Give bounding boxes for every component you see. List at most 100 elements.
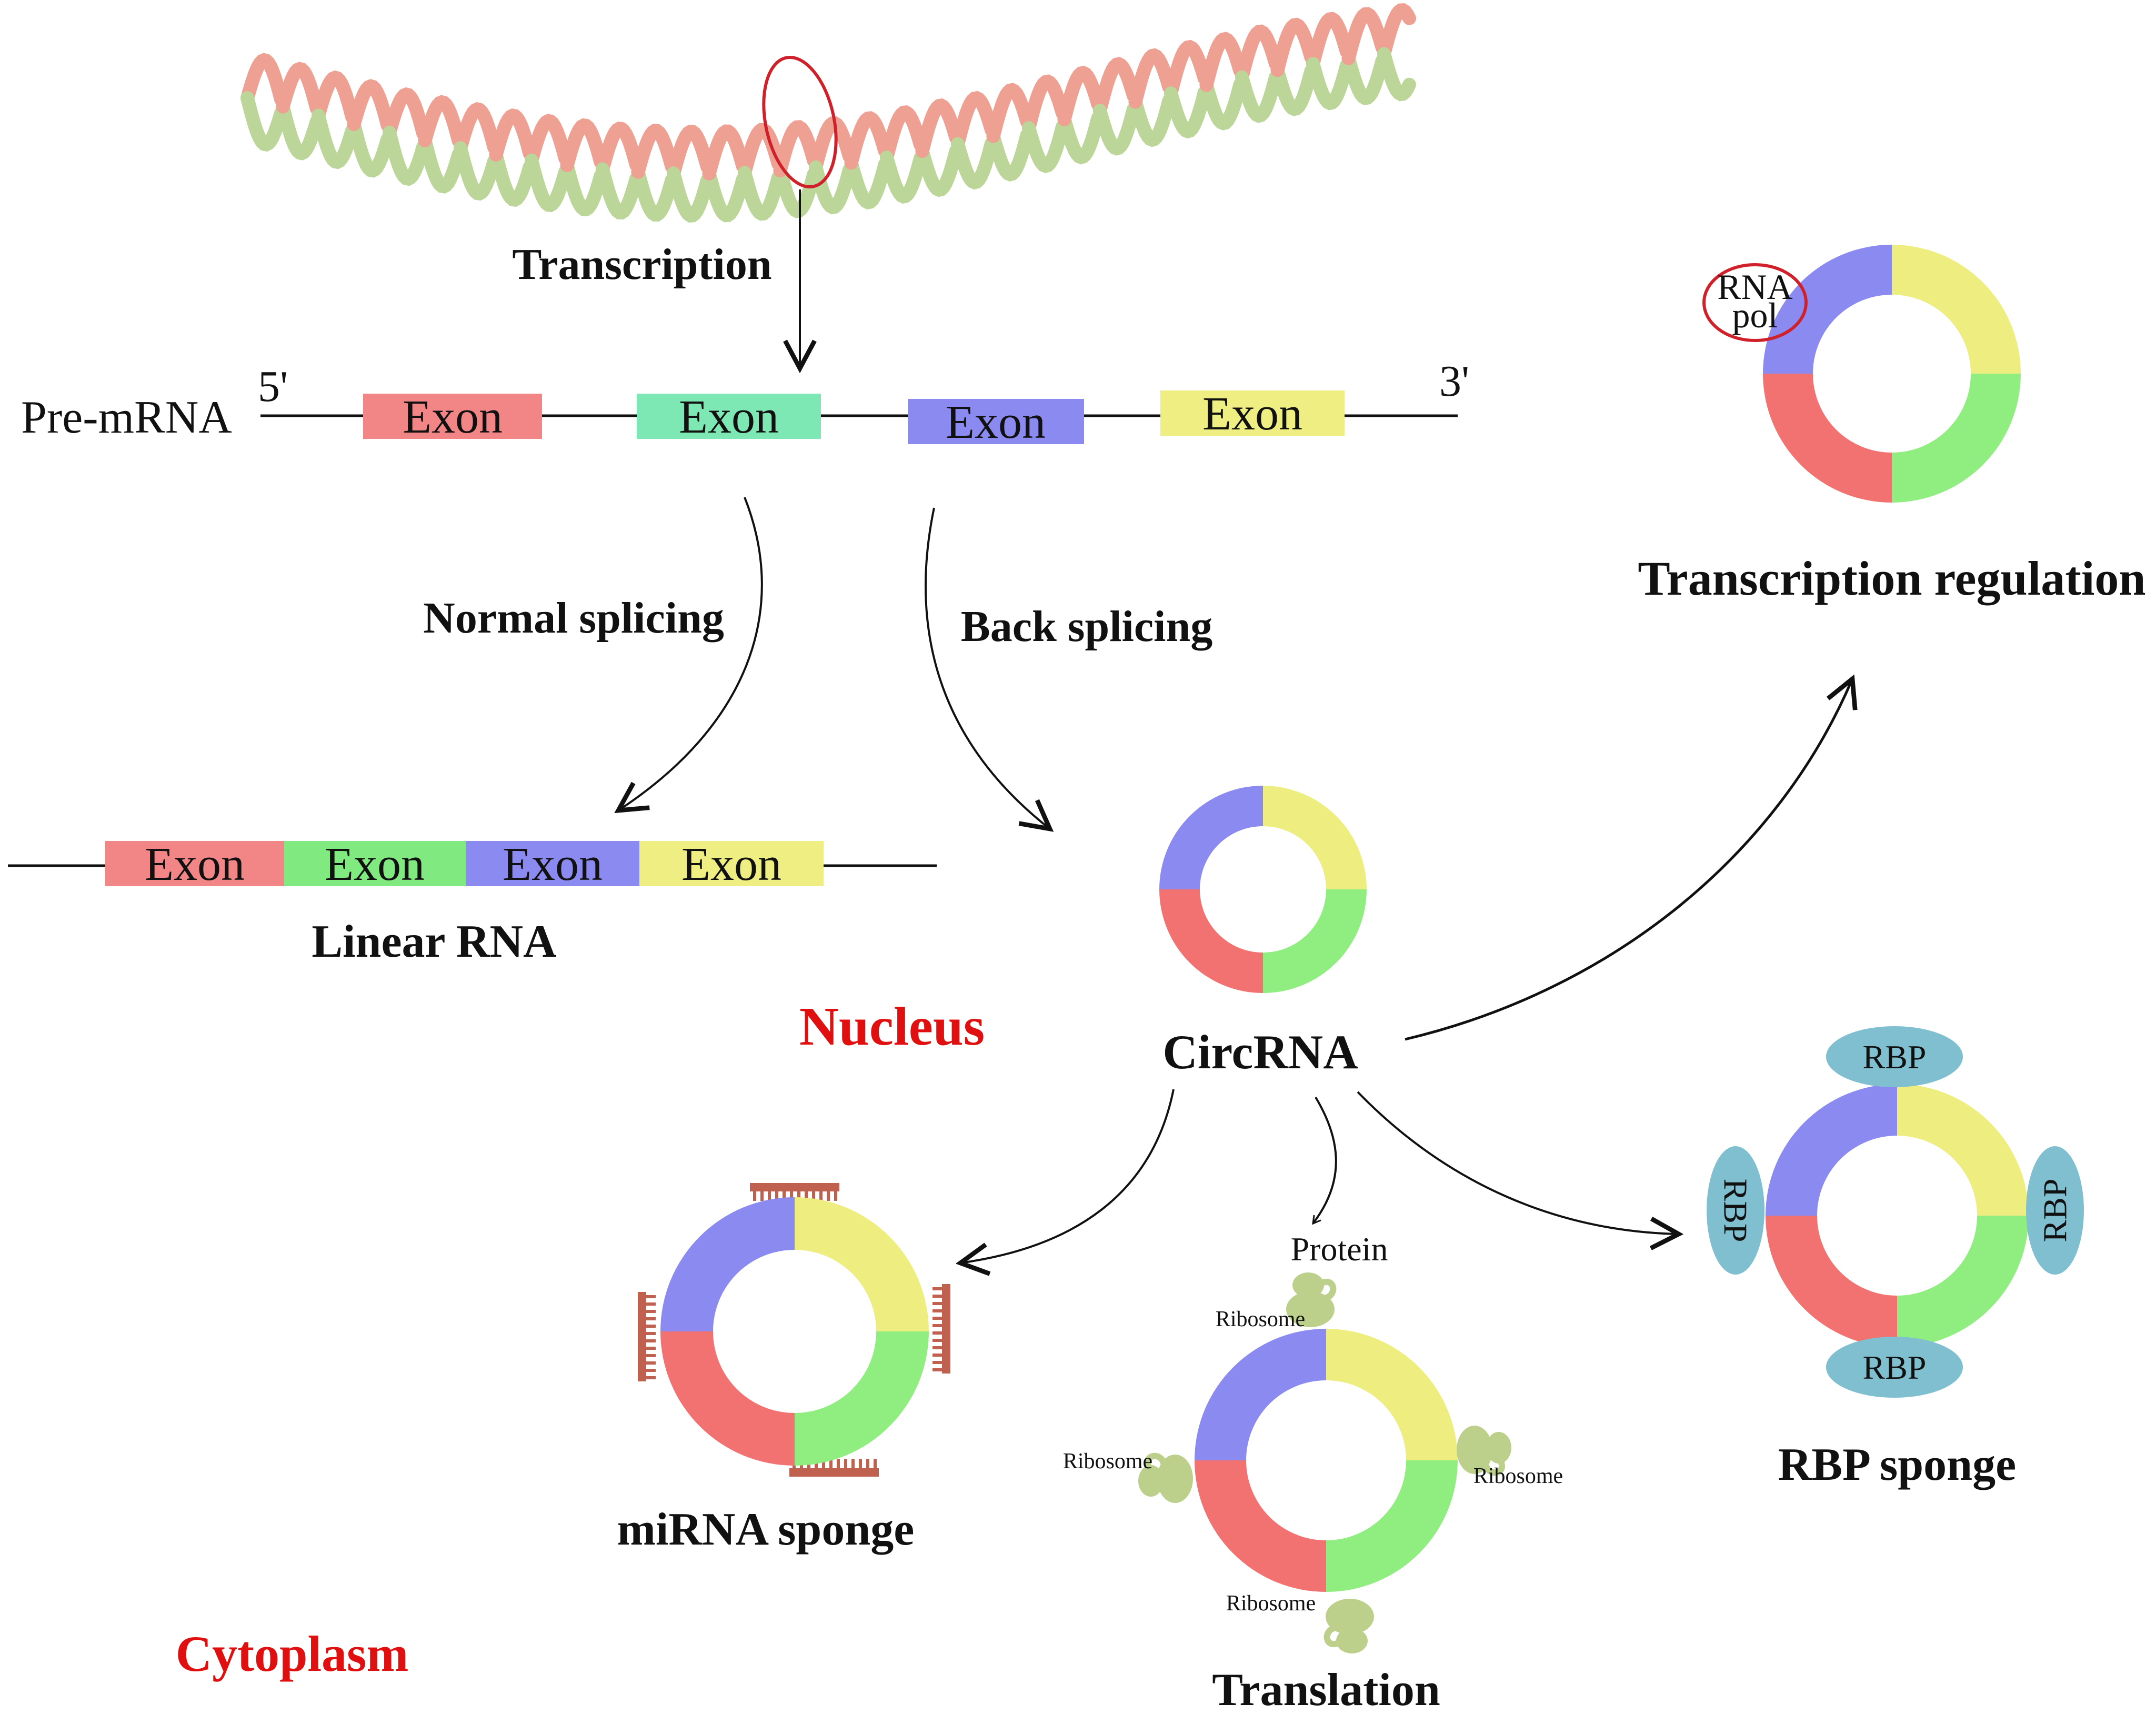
svg-text:Exon: Exon [679, 391, 779, 443]
dna-strand-segment [773, 164, 821, 218]
dna-strand-segment [1235, 24, 1282, 84]
ring-segment-yellow [1897, 1084, 2029, 1216]
dna-strand-segment [809, 160, 856, 215]
dna-strand-segment [276, 99, 324, 161]
ring-segment-red [660, 1331, 795, 1466]
ring-segment-yellow [1892, 245, 2021, 374]
normal-splicing-label: Normal splicing [423, 594, 724, 643]
svg-text:Exon: Exon [681, 838, 781, 890]
rna-pol-highlight [1702, 263, 1808, 342]
transcription-regulation-label: Transcription regulation [1638, 552, 2145, 605]
transcription-regulation-ring [1763, 245, 2021, 503]
ring-segment-blue [1763, 245, 1892, 374]
svg-text:Exon: Exon [403, 391, 503, 443]
circrna-label: CircRNA [1162, 1025, 1358, 1079]
dna-strand-segment [880, 105, 927, 165]
dna-strand-segment [631, 124, 679, 179]
ribosome-icon [1457, 1426, 1511, 1476]
dna-strand-segment [773, 120, 821, 178]
dna-strand-segment [347, 117, 395, 178]
back-splicing-label: Back splicing [961, 602, 1212, 651]
back-splicing-arrow [925, 507, 1054, 832]
rbp-right: RBP [2026, 1146, 2084, 1275]
pre-mrna-exon-1: Exon [363, 391, 542, 443]
translation-arrow [1312, 1096, 1337, 1225]
dna-strand-segment [418, 95, 466, 148]
circrna-ring [1159, 786, 1367, 993]
rbp-left: RBP [1707, 1146, 1764, 1275]
mirna-sponge-ring [660, 1197, 929, 1466]
ring-segment-red [1763, 374, 1892, 503]
dna-strand-segment [596, 121, 643, 176]
dna-strand-segment [347, 79, 395, 133]
dna-strand-segment [1164, 39, 1211, 101]
ring-segment-yellow [1326, 1329, 1458, 1460]
svg-text:Exon: Exon [325, 838, 425, 890]
dna-strand-segment [1341, 51, 1389, 105]
pre-mrna-exon-2: Exon [637, 391, 821, 443]
ring-segment-yellow [795, 1197, 929, 1331]
pre-mrna-label: Pre-mRNA [21, 392, 232, 443]
dna-strand-segment [986, 128, 1034, 182]
dna-strand-segment [844, 156, 892, 210]
ribosome-label-top: Ribosome [1216, 1307, 1305, 1331]
ribosome-label-left: Ribosome [1063, 1449, 1152, 1474]
linear-rna-exon-4: Exon [639, 838, 824, 890]
rbp-sponge-ring [1766, 1084, 2029, 1347]
mirna-sponge-label: miRNA sponge [617, 1504, 915, 1555]
dna-strand-segment [1377, 47, 1416, 102]
ring-segment-green [1326, 1460, 1458, 1592]
ring-segment-red [1159, 889, 1263, 993]
dna-strand-segment [525, 114, 572, 167]
dna-strand-segment [560, 118, 608, 173]
dna-strand-segment [489, 108, 537, 162]
ribosome-icon [1138, 1452, 1193, 1503]
dna-strand-segment [312, 108, 359, 169]
dna-strand-segment [312, 70, 359, 124]
dna-strand-segment [1270, 63, 1318, 116]
dna-strand-segment [1306, 57, 1353, 111]
dna-strand-segment [276, 62, 324, 115]
svg-text:Exon: Exon [1202, 388, 1302, 440]
rbp-sponge-arrow [1357, 1091, 1684, 1250]
dna-strand-segment [880, 151, 927, 204]
svg-text:Exon: Exon [503, 838, 603, 890]
translation-label: Translation [1212, 1665, 1440, 1714]
dna-strand-segment [951, 91, 998, 151]
svg-text:RBP: RBP [2037, 1179, 2074, 1242]
ring-segment-yellow [1263, 786, 1367, 889]
ring-segment-red [1195, 1460, 1326, 1592]
translation-ring [1195, 1329, 1458, 1592]
linear-rna-exon-1: Exon [105, 838, 284, 890]
dna-strand-segment [454, 141, 501, 201]
svg-text:RBP: RBP [1863, 1349, 1927, 1386]
dna-strand-segment [596, 162, 643, 220]
dna-strand-segment [489, 147, 537, 207]
dna-strand-segment [631, 165, 679, 222]
pre-mrna-exon-4: Exon [1160, 388, 1345, 440]
pre-mrna-exon-3: Exon [908, 396, 1084, 448]
dna-strand-segment [702, 166, 750, 223]
mirna-molecule [638, 1292, 656, 1381]
pre-mrna: Pre-mRNA 5' 3' Exon Exon Exon Exon [21, 357, 1469, 448]
ribosome-label-right: Ribosome [1473, 1464, 1563, 1488]
ring-segment-blue [1766, 1084, 1897, 1216]
ribosome-label-bottom: Ribosome [1226, 1591, 1316, 1616]
dna-strand-segment [1164, 85, 1211, 139]
dna-strand-segment [1022, 74, 1069, 135]
dna-double-helix [240, 3, 1416, 223]
five-prime-label: 5' [258, 362, 288, 411]
dna-strand-segment [418, 134, 466, 194]
linear-rna-label: Linear RNA [312, 916, 556, 967]
mirna-molecule [932, 1284, 950, 1374]
ribosome-icon [1323, 1599, 1374, 1653]
ring-segment-green [1892, 374, 2021, 503]
rbp-bottom: RBP [1826, 1337, 1963, 1398]
ring-segment-blue [660, 1197, 795, 1331]
ring-segment-blue [1195, 1329, 1326, 1460]
dna-strand-segment [1128, 48, 1176, 109]
dna-strand-segment [915, 98, 963, 158]
linear-rna-exon-3: Exon [466, 838, 639, 890]
three-prime-label: 3' [1439, 357, 1469, 406]
